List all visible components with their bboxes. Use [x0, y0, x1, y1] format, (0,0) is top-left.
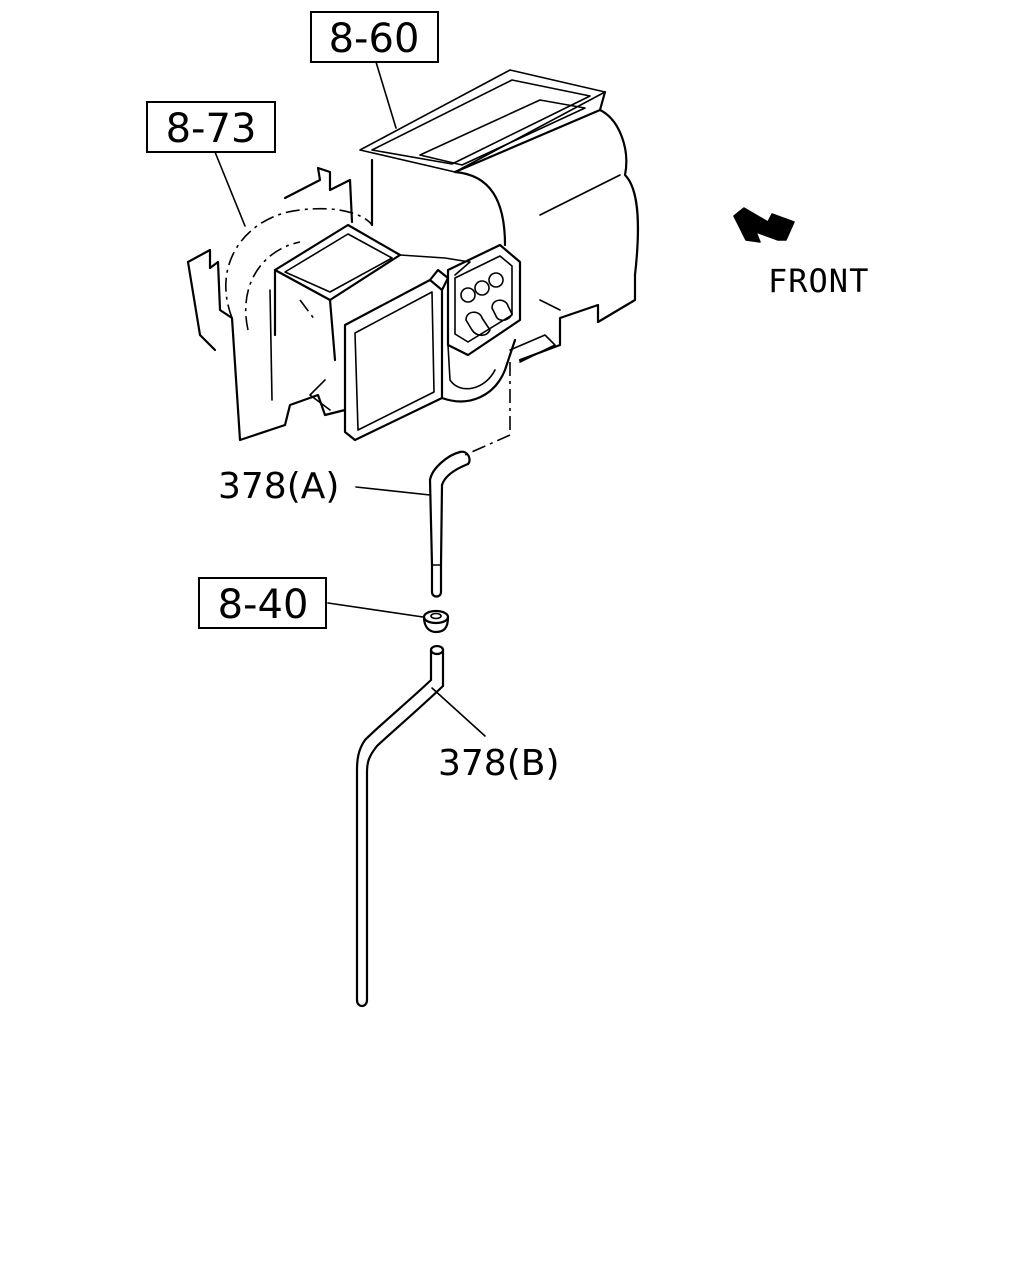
heater-unit-assembly: [186, 69, 640, 442]
ref-label-8-40: 8-40: [218, 582, 309, 628]
leader-lines: [214, 61, 486, 737]
part-label-378a: 378(A): [218, 466, 339, 507]
front-indicator: FRONT: [733, 207, 869, 300]
part-label-378b: 378(B): [438, 743, 560, 784]
ref-box-8-73[interactable]: 8-73: [146, 101, 276, 153]
ref-box-8-40[interactable]: 8-40: [198, 577, 327, 629]
drain-hose-b: [355, 644, 445, 1008]
front-arrow-icon: [733, 207, 795, 243]
ref-box-8-60[interactable]: 8-60: [310, 11, 439, 63]
ref-label-8-73: 8-73: [166, 106, 257, 152]
drain-hose-a: [428, 434, 511, 598]
ref-label-8-60: 8-60: [329, 16, 420, 62]
front-label: FRONT: [768, 262, 869, 300]
grommet: [422, 609, 450, 634]
